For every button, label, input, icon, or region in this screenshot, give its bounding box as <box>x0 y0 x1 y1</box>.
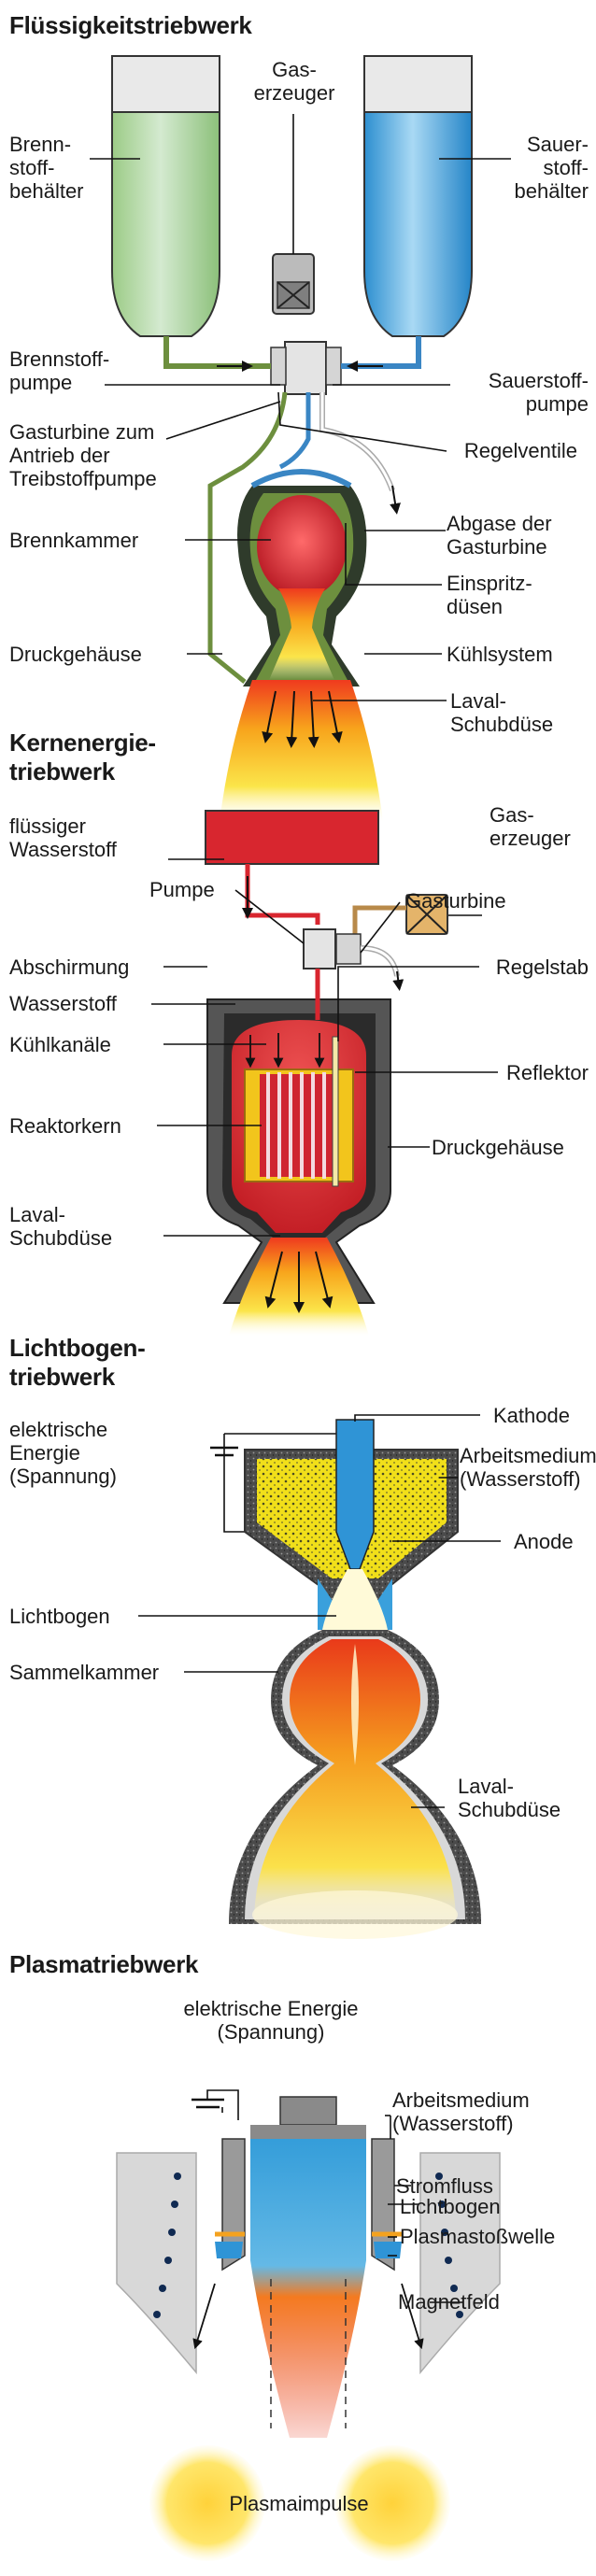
label-hydrogen: Wasserstoff <box>9 992 117 1015</box>
label-plasma-pulses: Plasmaimpulse <box>229 2492 369 2515</box>
label-combustion-chamber: Brennkammer <box>9 529 139 552</box>
label-plasma-arc: Lichtbogen <box>400 2195 501 2218</box>
label-working-medium-arc: Arbeitsmedium (Wasserstoff) <box>460 1444 596 1491</box>
label-control-valves: Regelventile <box>463 439 577 462</box>
label-plasma-shockwave: Plasmastoßwelle <box>400 2225 556 2248</box>
label-nuclear-gas-turbine: Gasturbine <box>405 889 506 913</box>
label-control-rod: Regelstab <box>495 955 589 979</box>
fuel-tank <box>111 55 220 337</box>
label-working-medium-plasma: Arbeitsmedium (Wasserstoff) <box>392 2088 530 2135</box>
label-gas-turbine: Gasturbine zum Antrieb der Treibstoffpum… <box>9 420 157 490</box>
label-pump: Pumpe <box>149 878 215 901</box>
label-shielding: Abschirmung <box>9 955 130 979</box>
label-reactor-core: Reaktorkern <box>9 1114 121 1138</box>
oxygen-tank <box>363 55 473 337</box>
label-nuclear-gas-generator: Gas- erzeuger <box>490 803 571 850</box>
pump-block <box>284 341 327 395</box>
label-reflector: Reflektor <box>505 1061 589 1084</box>
title-arc: Lichtbogen- triebwerk <box>9 1334 146 1391</box>
label-anode: Anode <box>514 1530 574 1553</box>
label-laval-nozzle-nuclear: Laval- Schubdüse <box>9 1203 113 1250</box>
label-injectors: Einspritz- düsen <box>447 572 532 618</box>
label-pressure-housing: Druckgehäuse <box>9 643 142 666</box>
magnetic-field-ring-right <box>419 2152 501 2375</box>
label-collection-chamber: Sammelkammer <box>9 1661 160 1684</box>
plasma-pulse-left <box>149 2445 265 2561</box>
label-current-flow: Stromfluss <box>396 2174 493 2198</box>
label-cooling-system: Kühlsystem <box>447 643 553 666</box>
liquid-plume <box>220 680 383 822</box>
hydrogen-tank <box>205 810 379 865</box>
magnetic-field-ring-left <box>116 2152 197 2375</box>
reactor-core <box>260 1074 338 1177</box>
label-electric-energy-arc: elektrische Energie (Spannung) <box>9 1418 117 1488</box>
label-liquid-hydrogen: flüssiger Wasserstoff <box>9 814 117 861</box>
label-nuclear-pressure-housing: Druckgehäuse <box>432 1136 564 1159</box>
label-cooling-channels: Kühlkanäle <box>9 1033 111 1056</box>
plasma-jet <box>250 2125 366 2438</box>
label-magnetic-field: Magnetfeld <box>398 2290 500 2314</box>
plasma-pulse-right <box>334 2445 450 2561</box>
label-fuel-tank: Brenn- stoff- behälter <box>9 133 84 203</box>
label-oxidizer-tank: Sauer- stoff- behälter <box>514 133 589 203</box>
cathode <box>335 1419 375 1570</box>
label-cathode: Kathode <box>493 1404 570 1427</box>
arc-flare <box>322 1569 388 1630</box>
label-laval-nozzle-arc: Laval- Schubdüse <box>458 1775 561 1821</box>
label-arc: Lichtbogen <box>9 1605 110 1628</box>
label-oxidizer-pump: Sauerstoff- pumpe <box>488 369 589 416</box>
title-nuclear: Kernenergie- triebwerk <box>9 729 156 786</box>
title-liquid: Flüssigkeitstriebwerk <box>9 11 252 39</box>
label-turbine-exhaust: Abgase der Gasturbine <box>447 512 552 559</box>
label-laval-nozzle-liquid: Laval- Schubdüse <box>450 689 554 736</box>
label-fuel-pump: Brennstoff- pumpe <box>9 347 110 394</box>
label-electric-energy-plasma: elektrische Energie (Spannung) <box>183 1997 359 2044</box>
title-plasma: Plasmatriebwerk <box>9 1950 199 1978</box>
label-gas-generator: Gas- erzeuger <box>253 58 335 105</box>
